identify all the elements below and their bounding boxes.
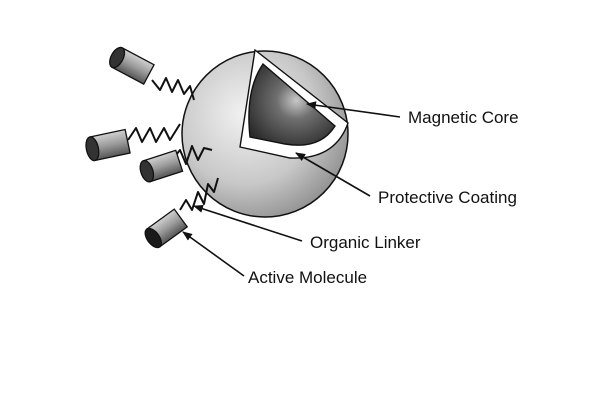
- coating-leader: [295, 152, 371, 197]
- linker-3: [171, 145, 213, 165]
- organic-linkers: [127, 77, 219, 211]
- label-magnetic-core: Magnetic Core: [408, 108, 519, 127]
- linker-1: [151, 77, 195, 101]
- linker-leader: [193, 204, 303, 242]
- label-protective-coating: Protective Coating: [378, 188, 517, 207]
- magnetic-core: [248, 62, 336, 146]
- molecule-leader: [182, 231, 245, 277]
- core-leader: [306, 101, 401, 118]
- active-molecules: [85, 46, 189, 249]
- nanoparticle: [181, 48, 349, 218]
- molecule-cylinder-2: [85, 128, 131, 162]
- linker-4: [179, 177, 219, 211]
- label-active-molecule: Active Molecule: [248, 268, 367, 287]
- molecule-cylinder-4: [144, 208, 189, 249]
- linker-2: [127, 123, 181, 143]
- leader-lines: [182, 101, 401, 277]
- label-organic-linker: Organic Linker: [310, 233, 421, 252]
- molecule-cylinder-3: [139, 149, 184, 183]
- molecule-cylinder-1: [109, 46, 155, 86]
